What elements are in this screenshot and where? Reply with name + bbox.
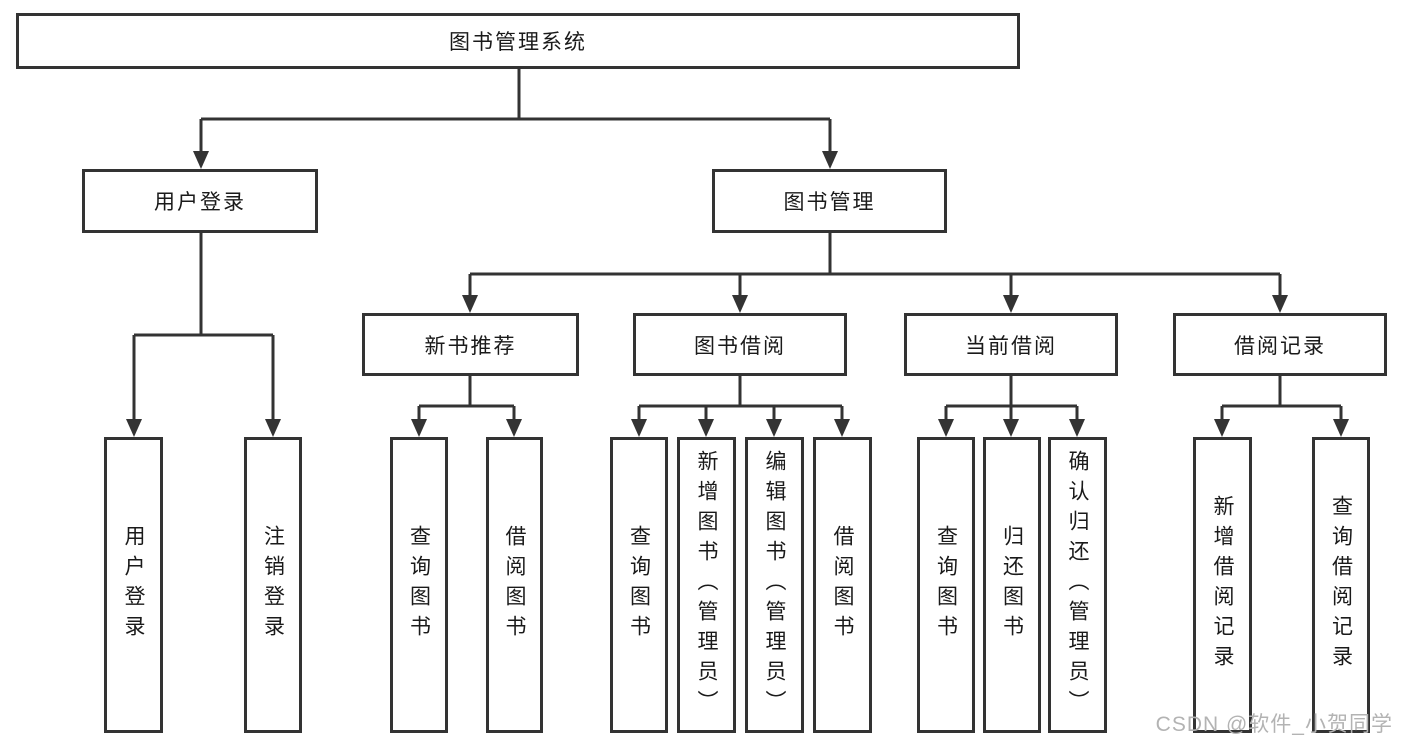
leaf-add-book-admin-label: 新增图书（管理员）: [695, 450, 719, 720]
leaf-add-book-admin: 新增图书（管理员）: [677, 437, 736, 733]
node-current-borrow-label: 当前借阅: [965, 334, 1057, 358]
leaf-edit-book-admin-label: 编辑图书（管理员）: [763, 450, 787, 720]
node-user-login: 用户登录: [82, 169, 318, 233]
node-current-borrow: 当前借阅: [904, 313, 1118, 376]
leaf-edit-book-admin: 编辑图书（管理员）: [745, 437, 804, 733]
node-new-book-recommend: 新书推荐: [362, 313, 579, 376]
node-borrow-records-label: 借阅记录: [1234, 334, 1326, 358]
watermark: CSDN @软件_小贺同学: [1155, 713, 1393, 736]
leaf-return-book: 归还图书: [983, 437, 1041, 733]
leaf-borrow-books-1-label: 借阅图书: [503, 525, 527, 645]
leaf-borrow-books-2-label: 借阅图书: [831, 525, 855, 645]
leaf-add-borrow-record-label: 新增借阅记录: [1211, 495, 1235, 675]
node-book-borrow: 图书借阅: [633, 313, 847, 376]
leaf-query-books-3: 查询图书: [917, 437, 975, 733]
node-root-label: 图书管理系统: [449, 31, 587, 54]
node-book-borrow-label: 图书借阅: [694, 334, 786, 358]
leaf-confirm-return-admin-label: 确认归还（管理员）: [1066, 450, 1090, 720]
leaf-confirm-return-admin: 确认归还（管理员）: [1048, 437, 1107, 733]
leaf-add-borrow-record: 新增借阅记录: [1193, 437, 1252, 733]
node-book-management-label: 图书管理: [783, 191, 876, 214]
leaf-query-books-2-label: 查询图书: [627, 525, 651, 645]
leaf-query-borrow-record-label: 查询借阅记录: [1329, 495, 1353, 675]
leaf-query-books-2: 查询图书: [610, 437, 668, 733]
leaf-return-book-label: 归还图书: [1000, 525, 1024, 645]
node-user-login-label: 用户登录: [154, 191, 246, 214]
leaf-logout-label: 注销登录: [261, 525, 285, 645]
leaf-borrow-books-2: 借阅图书: [813, 437, 872, 733]
leaf-user-login: 用户登录: [104, 437, 163, 733]
node-borrow-records: 借阅记录: [1173, 313, 1387, 376]
node-root: 图书管理系统: [16, 13, 1020, 69]
node-new-book-recommend-label: 新书推荐: [424, 334, 517, 358]
leaf-query-borrow-record: 查询借阅记录: [1312, 437, 1370, 733]
node-book-management: 图书管理: [712, 169, 947, 233]
leaf-query-books-3-label: 查询图书: [934, 525, 958, 645]
leaf-user-login-label: 用户登录: [122, 525, 146, 645]
leaf-logout: 注销登录: [244, 437, 302, 733]
leaf-query-books-1-label: 查询图书: [407, 525, 431, 645]
leaf-borrow-books-1: 借阅图书: [486, 437, 543, 733]
leaf-query-books-1: 查询图书: [390, 437, 448, 733]
